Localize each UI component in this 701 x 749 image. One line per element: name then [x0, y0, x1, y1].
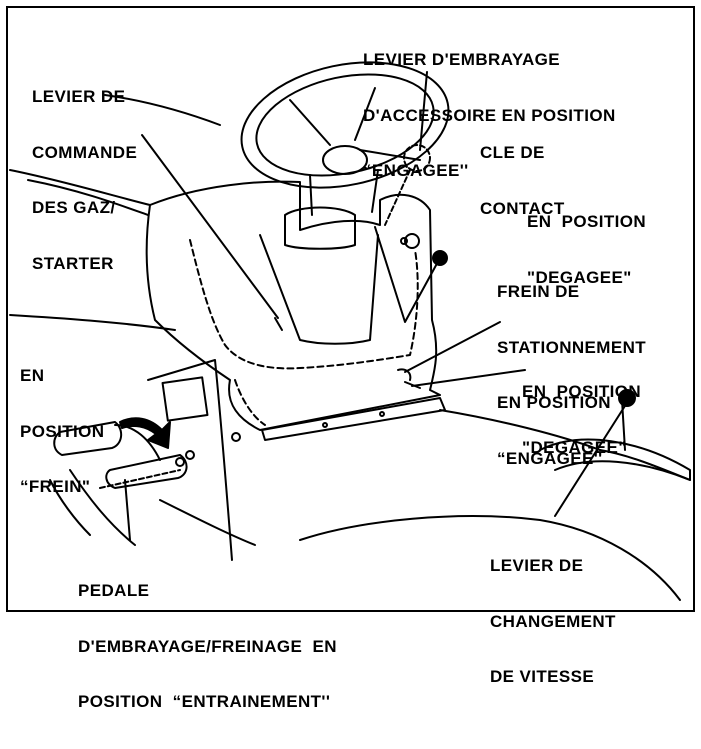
label-clutch-brake-pedal: PEDALE D'EMBRAYAGE/FREINAGE EN POSITION …: [78, 581, 337, 711]
label-disengaged-lower: EN POSITION "DEGAGEE": [522, 382, 642, 457]
panel-opening: [161, 376, 209, 422]
console-dashed-panel: [234, 379, 266, 426]
leader-gearshift: [554, 397, 631, 517]
hood-edge: [9, 314, 176, 331]
footrest: [49, 469, 136, 546]
leader-disengaged-upper: [374, 226, 441, 323]
floor-bolt: [379, 411, 385, 417]
pedal-pivot: [185, 450, 195, 460]
leader-pedal: [124, 479, 131, 541]
seat-base: [299, 515, 681, 601]
label-brake-position: EN POSITION “FREIN": [20, 366, 105, 496]
attachment-lever-knob: [403, 144, 431, 172]
callout-dot: [618, 389, 636, 407]
label-disengaged-upper: EN POSITION "DEGAGEE": [527, 212, 647, 287]
callout-dot: [432, 250, 448, 266]
leader-disengaged-lower: [411, 369, 526, 387]
diagram: LEVIER DE COMMANDE DES GAZ/ STARTER LEVI…: [6, 6, 695, 711]
wheel-spoke: [359, 149, 421, 161]
leader-attachment-clutch: [419, 71, 428, 151]
label-parking-brake: FREIN DE STATIONNEMENT EN POSITION “ENGA…: [497, 282, 647, 468]
wheel-spoke: [354, 87, 376, 141]
footrest: [159, 499, 256, 546]
hood-outline: [9, 169, 151, 206]
motion-arrow: [119, 417, 171, 449]
ignition-key: [404, 233, 420, 249]
side-panel: [147, 359, 233, 561]
label-throttle-lever: LEVIER DE COMMANDE DES GAZ/ STARTER: [32, 87, 138, 273]
leader-throttle: [141, 134, 279, 319]
pedal-rod: [99, 469, 181, 489]
panel-hole: [231, 432, 241, 442]
gearshift-plate: [539, 438, 691, 481]
floor-bolt: [322, 422, 328, 428]
label-ignition-key: CLE DE CONTACT: [480, 143, 565, 218]
ignition-key: [400, 237, 408, 245]
fender-line: [104, 94, 221, 126]
label-attachment-clutch: LEVIER D'EMBRAYAGE D'ACCESSOIRE EN POSIT…: [363, 50, 616, 180]
steering-wheel: [240, 61, 450, 189]
throttle-lever: [274, 317, 283, 331]
brake-lever-grip: [53, 421, 123, 456]
dash-console: [145, 180, 441, 431]
clutch-pedal: [105, 454, 188, 489]
gearshift-slot: [599, 449, 691, 481]
leader-parking-brake: [404, 321, 501, 373]
hood-outline: [27, 179, 149, 216]
attachment-lever: [384, 169, 411, 226]
wheel-spoke: [289, 99, 331, 146]
column-boot: [259, 234, 379, 345]
label-gearshift-lever: LEVIER DE CHANGEMENT DE VITESSE: [490, 556, 616, 686]
console-dashed-panel: [189, 239, 419, 370]
floor-plate: [261, 397, 446, 441]
diagram-border: [6, 6, 695, 612]
steering-column: [309, 169, 379, 216]
column-boot: [284, 206, 356, 250]
pedal-pivot: [175, 457, 185, 467]
seat-deck: [439, 409, 601, 451]
tractor-dash-illustration: [9, 61, 691, 601]
brake-lever-arm: [114, 424, 161, 461]
wheel-hub: [322, 145, 368, 175]
